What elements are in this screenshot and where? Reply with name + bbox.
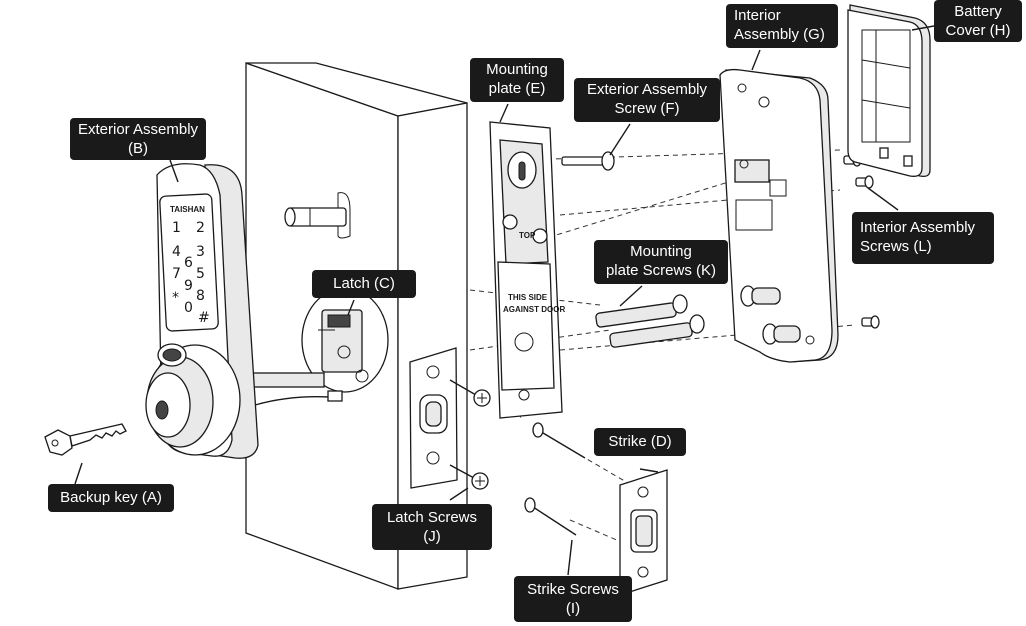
- keypad: 1 2 4 3 7 5 6 8 9 * 0 #: [172, 220, 210, 326]
- callout-backup-key: Backup key (A): [48, 484, 174, 512]
- callout-text: Screw (F): [614, 100, 680, 117]
- keypad-key: 1: [172, 220, 181, 236]
- strike-plate: [619, 469, 668, 596]
- callout-text: Strike (D): [608, 433, 672, 450]
- callout-latch: Latch (C): [312, 270, 416, 298]
- backup-key-icon: [44, 423, 127, 456]
- callout-text: Cover (H): [945, 22, 1011, 39]
- plate-side-mark-2: AGAINST DOOR: [503, 305, 565, 314]
- callout-text: (B): [128, 140, 148, 157]
- callout-text: Assembly (G): [734, 26, 825, 43]
- keypad-key: 7: [172, 266, 181, 282]
- keypad-key: 3: [196, 244, 205, 260]
- brand-text: TAISHAN: [170, 205, 205, 214]
- callout-mounting-plate: Mounting plate (E): [470, 58, 564, 102]
- callout-text: Battery: [954, 3, 1002, 20]
- callout-text: (J): [423, 528, 441, 545]
- mounting-plate: TOP THIS SIDE AGAINST DOOR: [489, 121, 565, 419]
- callout-text: plate Screws (K): [605, 262, 717, 279]
- keypad-key: 6: [184, 255, 193, 271]
- callout-text: Exterior Assembly: [78, 121, 199, 138]
- callout-text: Strike Screws: [527, 581, 619, 598]
- callout-text: Mounting: [630, 243, 692, 260]
- callout-text: Latch (C): [333, 275, 395, 292]
- callout-text: Interior Assembly: [860, 219, 976, 236]
- mounting-plate-screws: [595, 294, 705, 348]
- latch-bolt: [284, 207, 347, 227]
- keypad-key: 0: [184, 300, 193, 316]
- keypad-key: 5: [196, 266, 205, 282]
- callout-exterior-assembly: Exterior Assembly (B): [70, 118, 206, 160]
- callout-exterior-screw: Exterior Assembly Screw (F): [574, 78, 720, 122]
- keypad-key: 9: [184, 278, 193, 294]
- exterior-assembly: TAISHAN: [145, 163, 343, 459]
- callout-interior-assembly: Interior Assembly (G): [726, 4, 838, 48]
- battery-cover: [847, 4, 931, 178]
- callout-interior-screws: Interior Assembly Screws (L): [852, 212, 994, 264]
- keypad-key: 4: [172, 244, 181, 260]
- exterior-assembly-screw: [561, 151, 615, 171]
- callout-text: Mounting: [486, 61, 548, 78]
- keypad-key: #: [198, 310, 210, 326]
- plate-top-mark: TOP: [519, 231, 536, 240]
- keypad-key: *: [172, 290, 179, 306]
- latch-faceplate: [409, 347, 458, 489]
- strike-screws: [524, 422, 586, 536]
- latch-detail-bubble: [301, 287, 389, 393]
- callout-strike: Strike (D): [594, 428, 686, 456]
- callout-latch-screws: Latch Screws (J): [372, 504, 492, 550]
- callout-battery-cover: Battery Cover (H): [934, 0, 1022, 42]
- plate-side-mark-1: THIS SIDE: [508, 293, 548, 302]
- leader-lines: [74, 25, 935, 576]
- callout-text: Latch Screws: [386, 509, 478, 526]
- keypad-key: 8: [196, 288, 205, 304]
- callout-text: Screws (L): [860, 238, 932, 255]
- callout-text: Exterior Assembly: [586, 81, 708, 98]
- callout-strike-screws: Strike Screws (I): [514, 576, 632, 622]
- latch-screws: [449, 379, 491, 490]
- callout-text: (I): [565, 600, 581, 617]
- callout-text: Interior: [734, 7, 781, 24]
- keypad-key: 2: [196, 220, 205, 236]
- callout-text: Backup key (A): [60, 489, 162, 506]
- callout-text: plate (E): [488, 80, 546, 97]
- callout-mounting-plate-screws: Mounting plate Screws (K): [594, 240, 728, 284]
- interior-assembly: [719, 68, 839, 363]
